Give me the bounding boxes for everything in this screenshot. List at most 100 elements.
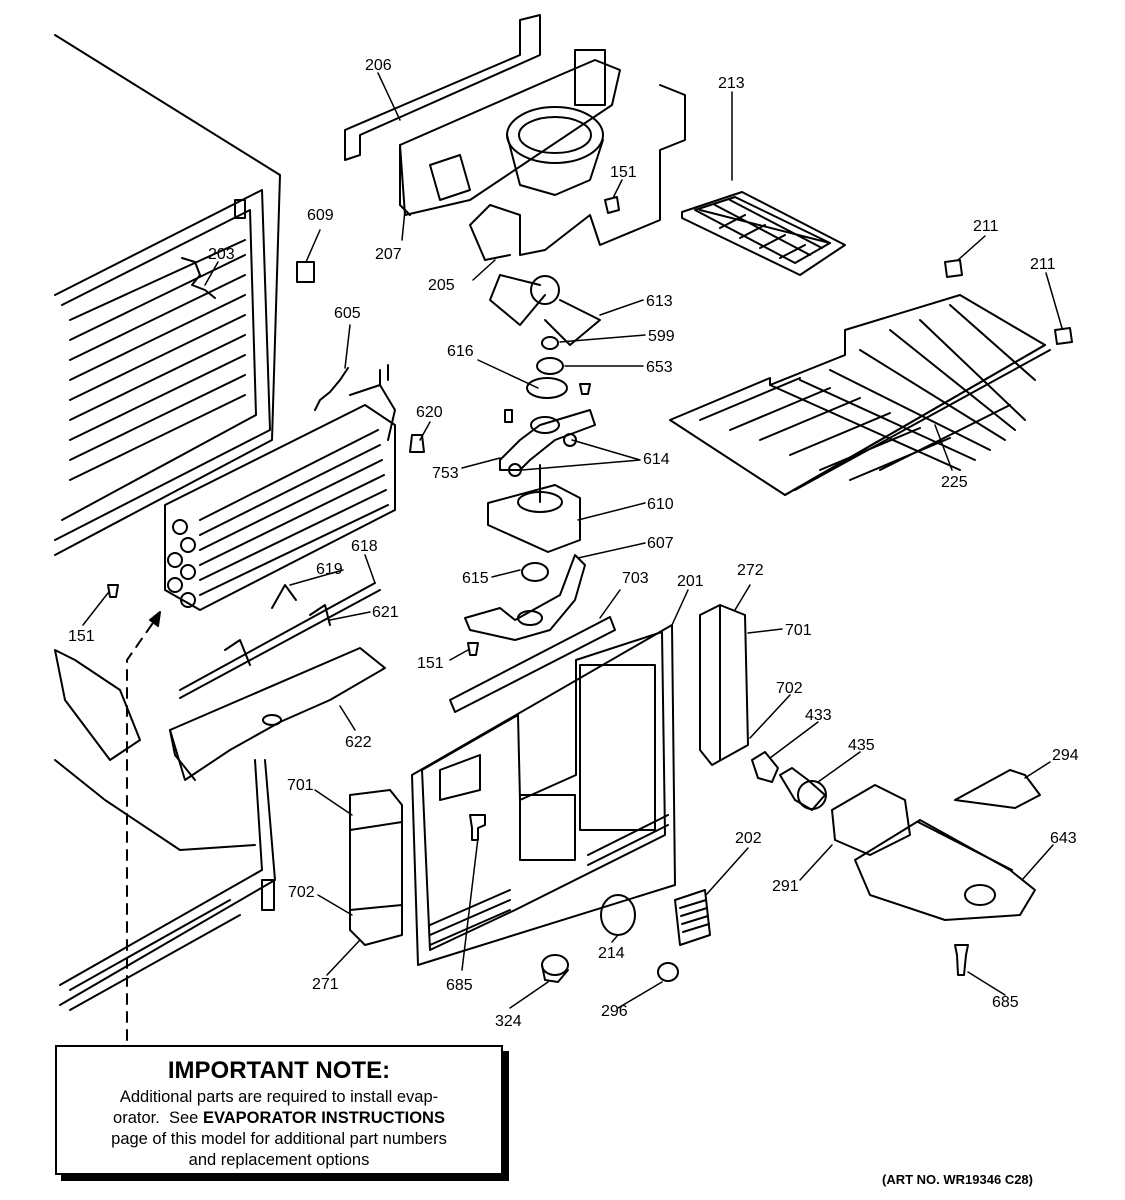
important-note-line-1: Additional parts are required to install… — [119, 1088, 439, 1106]
part-202-grille — [674, 889, 711, 946]
label-271: 271 — [312, 976, 339, 993]
label-701-left: 701 — [287, 777, 314, 794]
part-643-lamp-housing — [854, 819, 1036, 921]
art-number: (ART NO. WR19346 C28) — [882, 1172, 1033, 1187]
part-324-knob — [541, 954, 569, 983]
part-151-left-screw — [107, 584, 119, 598]
label-610: 610 — [647, 496, 674, 513]
label-605: 605 — [334, 305, 361, 322]
label-205: 205 — [428, 277, 455, 294]
label-433: 433 — [805, 707, 832, 724]
part-599-cap — [541, 336, 559, 350]
part-685-right-screw — [954, 944, 969, 976]
important-note-box: IMPORTANT NOTE: Additional parts are req… — [55, 1045, 503, 1175]
evaporator-instructions-emphasis: EVAPORATOR INSTRUCTIONS — [202, 1109, 445, 1127]
part-685-mid-screw — [469, 814, 486, 841]
label-201: 201 — [677, 573, 704, 590]
label-622: 622 — [345, 734, 372, 751]
label-620: 620 — [416, 404, 443, 421]
label-213: 213 — [718, 75, 745, 92]
part-151-mid-screw — [467, 642, 479, 656]
part-607-bracket — [464, 554, 586, 641]
label-202: 202 — [735, 830, 762, 847]
part-271-duct-face — [349, 821, 403, 911]
part-211-fastener-b — [1054, 327, 1073, 345]
install-guide-line — [126, 619, 156, 1041]
part-296-plug — [657, 962, 679, 982]
part-203-tube — [181, 257, 216, 299]
label-616: 616 — [447, 343, 474, 360]
label-753: 753 — [432, 465, 459, 482]
part-610-fan-motor — [487, 464, 581, 553]
part-620-sensor — [409, 434, 425, 453]
label-607: 607 — [647, 535, 674, 552]
part-616-screw — [579, 383, 591, 395]
part-615-gear — [521, 562, 549, 582]
part-205-bracket — [469, 84, 686, 261]
label-206: 206 — [365, 57, 392, 74]
part-151-top-screw — [604, 196, 620, 214]
label-615: 615 — [462, 570, 489, 587]
label-291: 291 — [772, 878, 799, 895]
part-435-bulb — [779, 767, 827, 811]
part-213-ice-tray — [681, 191, 846, 276]
part-621-bracket — [224, 604, 331, 666]
part-271-duct-left — [349, 789, 403, 946]
label-609: 609 — [307, 207, 334, 224]
label-151-top: 151 — [610, 164, 637, 181]
important-note-body: Additional parts are required to install… — [57, 1087, 501, 1171]
label-211-b: 211 — [1030, 256, 1056, 273]
part-433-socket — [751, 751, 779, 783]
label-435: 435 — [848, 737, 875, 754]
important-note-line-4: and replacement options — [188, 1151, 370, 1169]
part-614-grommet-a — [563, 433, 577, 447]
part-619-wire — [271, 584, 297, 609]
part-609-clip — [296, 261, 315, 283]
part-272-duct-right — [699, 604, 749, 766]
part-613-fan-blade — [489, 274, 601, 346]
install-guide-arrow — [149, 611, 161, 627]
important-note-line-3: page of this model for additional part n… — [111, 1130, 447, 1148]
part-labels: 206 207 151 205 213 609 203 605 613 211 … — [68, 57, 1079, 1030]
label-599: 599 — [648, 328, 675, 345]
part-207-shroud — [399, 49, 621, 216]
label-653: 653 — [646, 359, 673, 376]
label-203: 203 — [208, 246, 235, 263]
evaporator — [164, 364, 396, 611]
important-note-title: IMPORTANT NOTE: — [167, 1057, 391, 1084]
part-214-cap — [600, 894, 636, 936]
part-225-shelf — [669, 294, 1051, 496]
label-225: 225 — [941, 474, 968, 491]
label-703: 703 — [622, 570, 649, 587]
label-619: 619 — [316, 561, 343, 578]
label-207: 207 — [375, 246, 402, 263]
label-324: 324 — [495, 1013, 522, 1030]
important-note-line-2-text: orator. See — [113, 1109, 203, 1127]
part-201-rear-panel — [411, 624, 676, 966]
part-614-grommet-b — [508, 463, 522, 477]
label-272: 272 — [737, 562, 764, 579]
leader-lines — [82, 72, 1063, 1009]
part-703-seal — [449, 616, 616, 713]
part-605-tube — [314, 367, 349, 411]
label-701-right: 701 — [785, 622, 812, 639]
part-291-lamp-cover — [831, 784, 911, 856]
label-613: 613 — [646, 293, 673, 310]
part-653-washer — [536, 357, 564, 375]
label-618: 618 — [351, 538, 378, 555]
cabinet — [54, 34, 281, 1011]
label-702-left: 702 — [288, 884, 315, 901]
label-643: 643 — [1050, 830, 1077, 847]
label-296: 296 — [601, 1003, 628, 1020]
part-294-lamp-shield — [954, 769, 1041, 809]
label-151-left: 151 — [68, 628, 95, 645]
part-206-bracket — [344, 14, 541, 161]
part-622-drain-trough — [169, 647, 386, 781]
label-214: 214 — [598, 945, 625, 962]
label-685-mid: 685 — [446, 977, 473, 994]
label-614: 614 — [643, 451, 670, 468]
part-618-heater — [179, 582, 381, 699]
label-151-mid: 151 — [417, 655, 444, 672]
label-294: 294 — [1052, 747, 1079, 764]
